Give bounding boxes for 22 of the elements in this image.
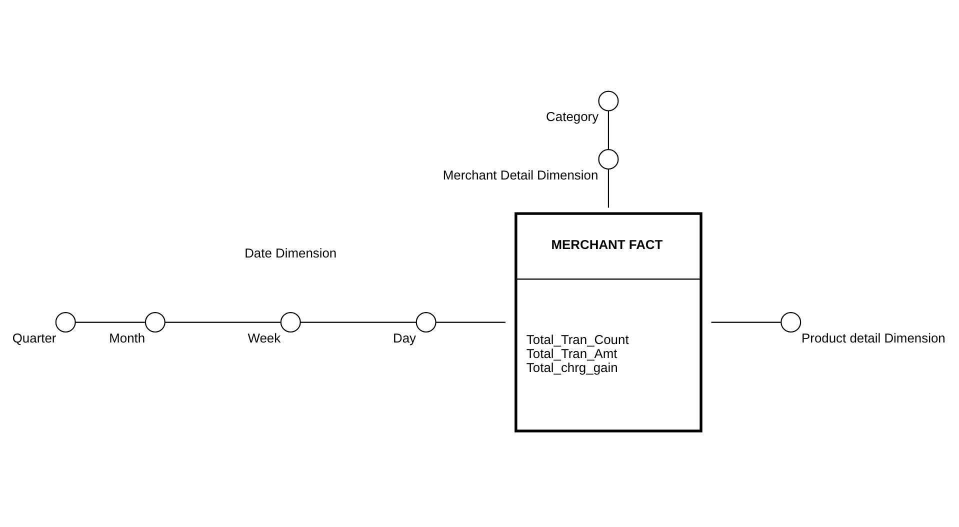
connector xyxy=(75,321,146,322)
node-label: Product detail Dimension xyxy=(802,330,946,345)
node-label: Day xyxy=(392,330,416,345)
node-label: Month xyxy=(109,330,146,345)
node-label: Merchant Detail Dimension xyxy=(442,166,598,182)
node-circle xyxy=(416,312,436,332)
node-circle xyxy=(144,312,166,332)
label: Date Dimension xyxy=(244,245,337,260)
node-circle xyxy=(55,312,76,332)
node-circle xyxy=(280,312,301,332)
node-label: Week xyxy=(248,330,281,345)
node-circle xyxy=(780,312,802,332)
connector xyxy=(608,168,610,208)
node-circle xyxy=(598,148,619,170)
connector xyxy=(165,321,281,322)
connector xyxy=(436,321,506,322)
node-label: Category xyxy=(546,108,599,124)
connector xyxy=(608,110,610,149)
connector xyxy=(711,321,781,322)
node-circle xyxy=(598,90,619,111)
connector xyxy=(300,321,416,322)
node-label: Quarter xyxy=(12,330,56,345)
